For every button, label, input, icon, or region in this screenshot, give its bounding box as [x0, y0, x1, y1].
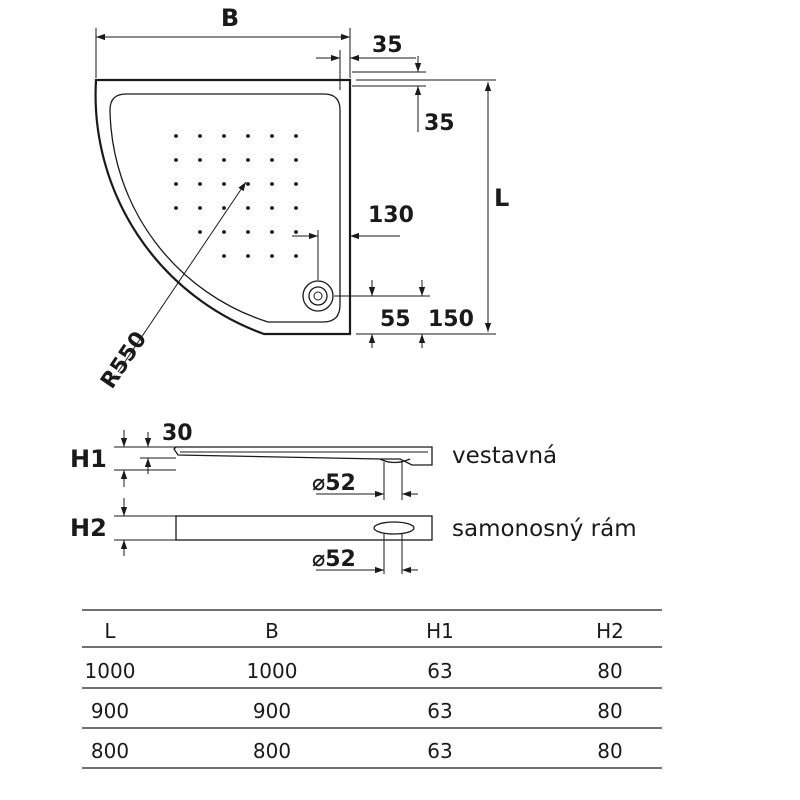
drain-x-value: 130	[368, 203, 414, 228]
table-cell: 80	[597, 739, 622, 763]
table-header: H2	[596, 619, 624, 643]
h2-label: H2	[70, 514, 107, 542]
tray-outline	[94, 78, 352, 336]
h1-label: H1	[70, 445, 107, 473]
anti-slip-dot	[294, 182, 298, 186]
anti-slip-dot	[222, 230, 226, 234]
table-cell: 63	[427, 659, 452, 683]
anti-slip-dot	[270, 206, 274, 210]
dimension-rim-side: 35	[352, 56, 455, 136]
dimension-l: L	[356, 79, 509, 335]
dimension-drain-x: 130	[292, 203, 414, 280]
anti-slip-dot	[246, 158, 250, 162]
anti-slip-dot	[294, 134, 298, 138]
anti-slip-dot	[246, 182, 250, 186]
anti-slip-dot	[174, 158, 178, 162]
table-cell: 63	[427, 739, 452, 763]
dimension-radius: R550	[96, 181, 247, 393]
table-cell: 1000	[85, 659, 136, 683]
profile-2-caption: samonosný rám	[452, 516, 637, 542]
anti-slip-dot	[174, 182, 178, 186]
anti-slip-dot	[294, 254, 298, 258]
drain-icon	[302, 280, 334, 312]
drain-y2-value: 150	[428, 307, 474, 332]
anti-slip-dot	[222, 182, 226, 186]
drain-y1-value: 55	[380, 307, 411, 332]
profile-2-shape	[175, 515, 433, 541]
width-label: B	[221, 4, 239, 32]
anti-slip-dots	[174, 134, 298, 258]
drain-diameter-1: ⌀52	[312, 471, 356, 496]
anti-slip-dot	[222, 134, 226, 138]
anti-slip-dot	[294, 230, 298, 234]
anti-slip-dot	[246, 254, 250, 258]
anti-slip-dot	[174, 134, 178, 138]
profile-1-caption: vestavná	[452, 443, 557, 469]
rim-top-value: 35	[372, 33, 403, 58]
table-cell: 900	[253, 699, 291, 723]
dimension-b: B	[95, 4, 351, 78]
anti-slip-dot	[198, 206, 202, 210]
table-cell: 80	[597, 659, 622, 683]
anti-slip-dot	[198, 158, 202, 162]
anti-slip-dot	[246, 206, 250, 210]
anti-slip-dot	[222, 206, 226, 210]
rim-side-value: 35	[424, 111, 455, 136]
table-cell: 800	[91, 739, 129, 763]
dimension-drain-y: 55 150	[334, 280, 474, 348]
table-cell: 900	[91, 699, 129, 723]
anti-slip-dot	[270, 158, 274, 162]
anti-slip-dot	[222, 158, 226, 162]
tray-top-view	[94, 78, 352, 336]
anti-slip-dot	[222, 254, 226, 258]
dimension-rim-top: 35	[316, 33, 416, 90]
rim-height-value: 30	[162, 421, 193, 446]
radius-value: R550	[96, 327, 152, 393]
anti-slip-dot	[270, 182, 274, 186]
length-label: L	[494, 184, 509, 212]
anti-slip-dot	[246, 134, 250, 138]
anti-slip-dot	[270, 134, 274, 138]
anti-slip-dot	[294, 158, 298, 162]
table-cell: 63	[427, 699, 452, 723]
anti-slip-dot	[198, 230, 202, 234]
profile-built-in: H1 30 ⌀52 vestavná	[70, 421, 557, 500]
dimension-table: L B H1 H2 1000 1000 63 80 900 900 63 80 800 800 63 80	[82, 609, 662, 769]
anti-slip-dot	[270, 230, 274, 234]
tray-basin	[109, 93, 341, 323]
table-cell: 800	[253, 739, 291, 763]
profile-self-supporting: H2 ⌀52 samonosný rám	[70, 498, 637, 574]
anti-slip-dot	[246, 230, 250, 234]
drain-diameter-2: ⌀52	[312, 547, 356, 572]
table-header: H1	[426, 619, 454, 643]
table-header: B	[265, 619, 279, 643]
anti-slip-dot	[198, 134, 202, 138]
profile-1-shape	[173, 446, 433, 466]
anti-slip-dot	[270, 254, 274, 258]
table-header: L	[104, 619, 116, 643]
anti-slip-dot	[294, 206, 298, 210]
table-cell: 80	[597, 699, 622, 723]
anti-slip-dot	[198, 182, 202, 186]
table-cell: 1000	[247, 659, 298, 683]
anti-slip-dot	[174, 206, 178, 210]
